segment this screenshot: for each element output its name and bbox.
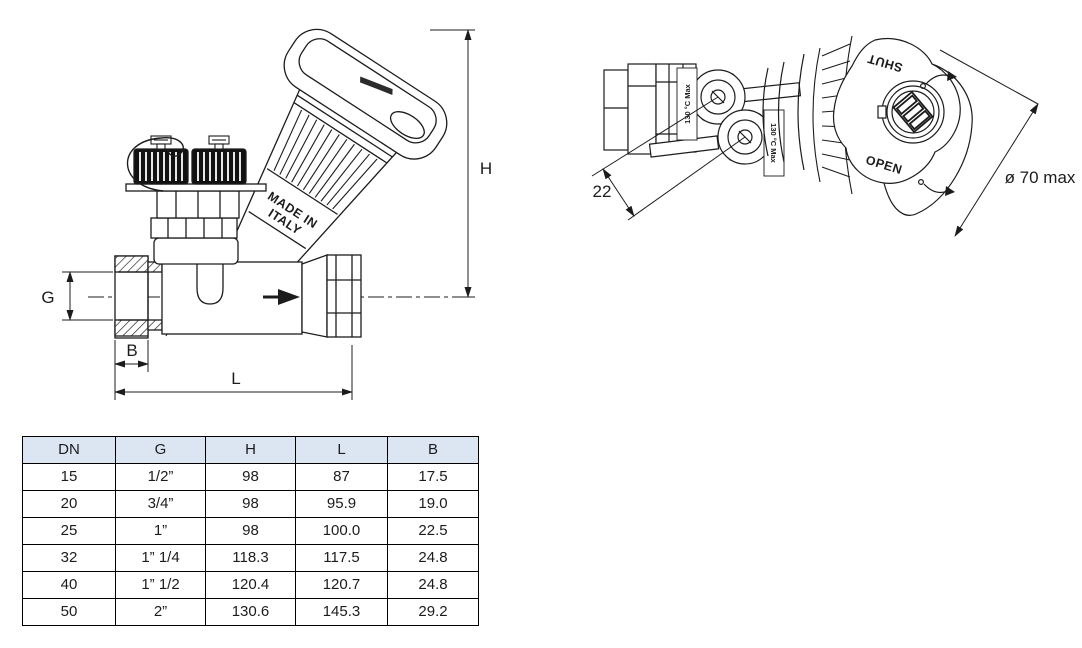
table-header-cell: B bbox=[387, 436, 479, 464]
handwheel-brand-marking bbox=[360, 76, 393, 95]
table-cell: 24.8 bbox=[387, 571, 479, 599]
handwheel-front: MADE IN ITALY bbox=[217, 28, 448, 303]
table-cell: 32 bbox=[22, 544, 116, 572]
dimension-G: G bbox=[41, 271, 113, 321]
table-cell: 87 bbox=[295, 463, 388, 491]
wrench-arrow-icon-top bbox=[919, 71, 957, 89]
dim-22-label: 22 bbox=[593, 182, 612, 201]
dimension-dia70: ø 70 max bbox=[939, 49, 1076, 237]
bonnet bbox=[153, 237, 239, 265]
section-hatch-top bbox=[114, 255, 149, 273]
table-header-cell: H bbox=[205, 436, 296, 464]
bonnet-assembly bbox=[125, 135, 267, 265]
bonnet-flange bbox=[150, 217, 238, 239]
table-cell: 17.5 bbox=[387, 463, 479, 491]
inlet-connection bbox=[114, 255, 169, 339]
dimension-L: L bbox=[114, 345, 353, 400]
table-cell: 1/2” bbox=[115, 463, 206, 491]
table-header-cell: L bbox=[295, 436, 388, 464]
dim-B-label: B bbox=[126, 341, 137, 360]
table-cell: 24.8 bbox=[387, 544, 479, 572]
table-cell: 3/4” bbox=[115, 490, 206, 518]
dim-G-label: G bbox=[41, 288, 54, 307]
handwheel-ribs bbox=[273, 109, 378, 210]
port-label-bottom: 130 °C Max bbox=[769, 123, 778, 164]
dimension-H: H bbox=[430, 29, 492, 298]
table-cell: 100.0 bbox=[295, 517, 388, 545]
table-cell: 130.6 bbox=[205, 598, 296, 626]
indicator-stripes bbox=[892, 90, 934, 134]
table-cell: 19.0 bbox=[387, 490, 479, 518]
cap-tether-wire bbox=[126, 137, 184, 192]
table-cell: 22.5 bbox=[387, 517, 479, 545]
table-cell: 95.9 bbox=[295, 490, 388, 518]
table-cell: 1” 1/2 bbox=[115, 571, 206, 599]
table-cell: 117.5 bbox=[295, 544, 388, 572]
table-cell: 29.2 bbox=[387, 598, 479, 626]
test-port-cap-right bbox=[191, 148, 247, 185]
table-cell: 40 bbox=[22, 571, 116, 599]
table-cell: 20 bbox=[22, 490, 116, 518]
table-cell: 15 bbox=[22, 463, 116, 491]
handwheel-face: SHUT OPEN bbox=[832, 38, 973, 216]
table-cell: 120.4 bbox=[205, 571, 296, 599]
table-cell: 98 bbox=[205, 517, 296, 545]
cap-screw-right bbox=[208, 135, 230, 150]
section-hatch-bottom bbox=[114, 319, 149, 337]
dimension-22: 22 bbox=[591, 96, 746, 221]
outlet-cone bbox=[301, 254, 328, 338]
dim-H-label: H bbox=[480, 159, 492, 178]
table-cell: 1” 1/4 bbox=[115, 544, 206, 572]
table-cell: 98 bbox=[205, 463, 296, 491]
table-cell: 2” bbox=[115, 598, 206, 626]
body-bands bbox=[762, 53, 805, 171]
dim-dia70-label: ø 70 max bbox=[1005, 168, 1076, 187]
table-cell: 1” bbox=[115, 517, 206, 545]
valve-body bbox=[161, 254, 362, 338]
table-cell: 50 bbox=[22, 598, 116, 626]
port-label-plate-top bbox=[676, 67, 698, 141]
test-port-cap-left bbox=[133, 148, 189, 185]
wrench-arrow-icon-bottom bbox=[917, 179, 955, 196]
table-header-cell: G bbox=[115, 436, 206, 464]
flow-direction-arrow bbox=[263, 289, 300, 305]
top-view: 130 °C Max 130 °C Max bbox=[591, 35, 1076, 237]
dim-L-label: L bbox=[231, 369, 240, 388]
outlet-hex-nut bbox=[326, 254, 362, 338]
table-cell: 98 bbox=[205, 490, 296, 518]
table-cell: 145.3 bbox=[295, 598, 388, 626]
dimension-B: B bbox=[114, 340, 149, 400]
port-label-top: 130 °C Max bbox=[683, 83, 692, 124]
table-cell: 118.3 bbox=[205, 544, 296, 572]
table-cell: 120.7 bbox=[295, 571, 388, 599]
port-stem-top bbox=[738, 82, 802, 103]
table-header-cell: DN bbox=[22, 436, 116, 464]
table-cell: 25 bbox=[22, 517, 116, 545]
front-view: MADE IN ITALY bbox=[41, 28, 492, 400]
seat-channel bbox=[196, 262, 224, 305]
